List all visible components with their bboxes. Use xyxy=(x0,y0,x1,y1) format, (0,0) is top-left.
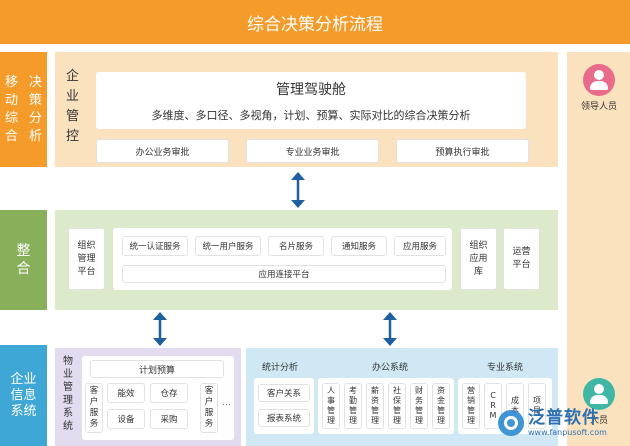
office-attendance[interactable]: 考勤管理 xyxy=(344,383,362,429)
brand-logo-icon xyxy=(498,410,524,436)
cockpit-side-label: 企业管控 xyxy=(66,69,80,144)
customer-service-right[interactable]: 客户服务 xyxy=(200,383,218,433)
office-salary[interactable]: 薪资管理 xyxy=(366,383,384,429)
office-title: 办公系统 xyxy=(372,363,409,373)
module-energy[interactable]: 能效 xyxy=(107,383,145,403)
customer-service-left[interactable]: 客户服务 xyxy=(85,383,103,433)
service-card[interactable]: 名片服务 xyxy=(268,236,324,256)
watermark-brand: 泛普软件 xyxy=(528,408,600,428)
user-role: 人员 xyxy=(574,378,624,428)
module-equipment[interactable]: 设备 xyxy=(107,409,145,429)
user-label: 人员 xyxy=(589,416,608,426)
more-indicator: … xyxy=(222,398,231,408)
approval-professional[interactable]: 专业业务审批 xyxy=(246,139,379,163)
double-arrow-left-icon xyxy=(153,312,167,346)
service-auth[interactable]: 统一认证服务 xyxy=(122,236,188,256)
leader-role: 领导人员 xyxy=(574,64,624,114)
app-connect-platform[interactable]: 应用连接平台 xyxy=(122,265,446,283)
row-label-enterprise-text: 企业信息系统 xyxy=(10,371,37,419)
double-arrow-icon xyxy=(291,172,305,208)
org-app-lib-box[interactable]: 组织应用库 xyxy=(460,228,497,290)
office-social[interactable]: 社保管理 xyxy=(388,383,406,429)
plan-budget-box[interactable]: 计划预算 xyxy=(90,360,224,378)
service-notify[interactable]: 通知服务 xyxy=(331,236,387,256)
leader-icon xyxy=(583,64,615,96)
cockpit-title: 管理驾驶舱 xyxy=(276,81,346,98)
approval-budget[interactable]: 预算执行审批 xyxy=(396,139,529,163)
row-label-integration: 整合 xyxy=(0,210,47,310)
service-user[interactable]: 统一用户服务 xyxy=(195,236,261,256)
pro-project[interactable]: 项目 xyxy=(528,383,546,429)
org-platform-box[interactable]: 组织管理平台 xyxy=(68,228,105,290)
leader-label: 领导人员 xyxy=(580,102,617,112)
cockpit-box: 管理驾驶舱 多维度、多口径、多视角，计划、预算、实际对比的综合决策分析 xyxy=(96,72,526,129)
stats-item-crm[interactable]: 客户关系 xyxy=(258,384,310,402)
approval-office[interactable]: 办公业务审批 xyxy=(96,139,229,163)
cockpit-subtitle: 多维度、多口径、多视角，计划、预算、实际对比的综合决策分析 xyxy=(151,108,471,122)
pro-crm[interactable]: CRM xyxy=(484,383,502,429)
user-icon xyxy=(583,378,615,410)
double-arrow-right-icon xyxy=(383,312,397,346)
office-hr[interactable]: 人事管理 xyxy=(322,383,340,429)
ops-platform-box[interactable]: 运营平台 xyxy=(503,228,540,290)
row-label-decision: 移动综合 决策分析 xyxy=(0,52,47,167)
row-label-decision-line2: 决策分析 xyxy=(28,74,42,144)
office-funds[interactable]: 资金管理 xyxy=(432,383,450,429)
module-purchase[interactable]: 采购 xyxy=(150,409,188,429)
office-finance[interactable]: 财务管理 xyxy=(410,383,428,429)
stats-title: 统计分析 xyxy=(262,363,299,373)
title-bar: 综合决策分析流程 xyxy=(0,0,630,44)
pro-marketing[interactable]: 营销管理 xyxy=(462,383,480,429)
stats-item-report[interactable]: 报表系统 xyxy=(258,409,310,427)
office-box xyxy=(318,378,454,434)
watermark: 泛普软件 www.fanpusoft.com xyxy=(498,402,626,444)
watermark-url: www.fanpusoft.com xyxy=(528,428,607,437)
professional-title: 专业系统 xyxy=(487,363,524,373)
service-app[interactable]: 应用服务 xyxy=(394,236,446,256)
module-storage[interactable]: 仓存 xyxy=(150,383,188,403)
row-label-decision-line1: 移动综合 xyxy=(4,74,18,144)
page-title: 综合决策分析流程 xyxy=(247,14,383,35)
row-label-enterprise: 企业信息系统 xyxy=(0,345,47,446)
property-side-label: 物业管理系统 xyxy=(63,356,73,432)
row-label-integration-text: 整合 xyxy=(16,243,31,277)
